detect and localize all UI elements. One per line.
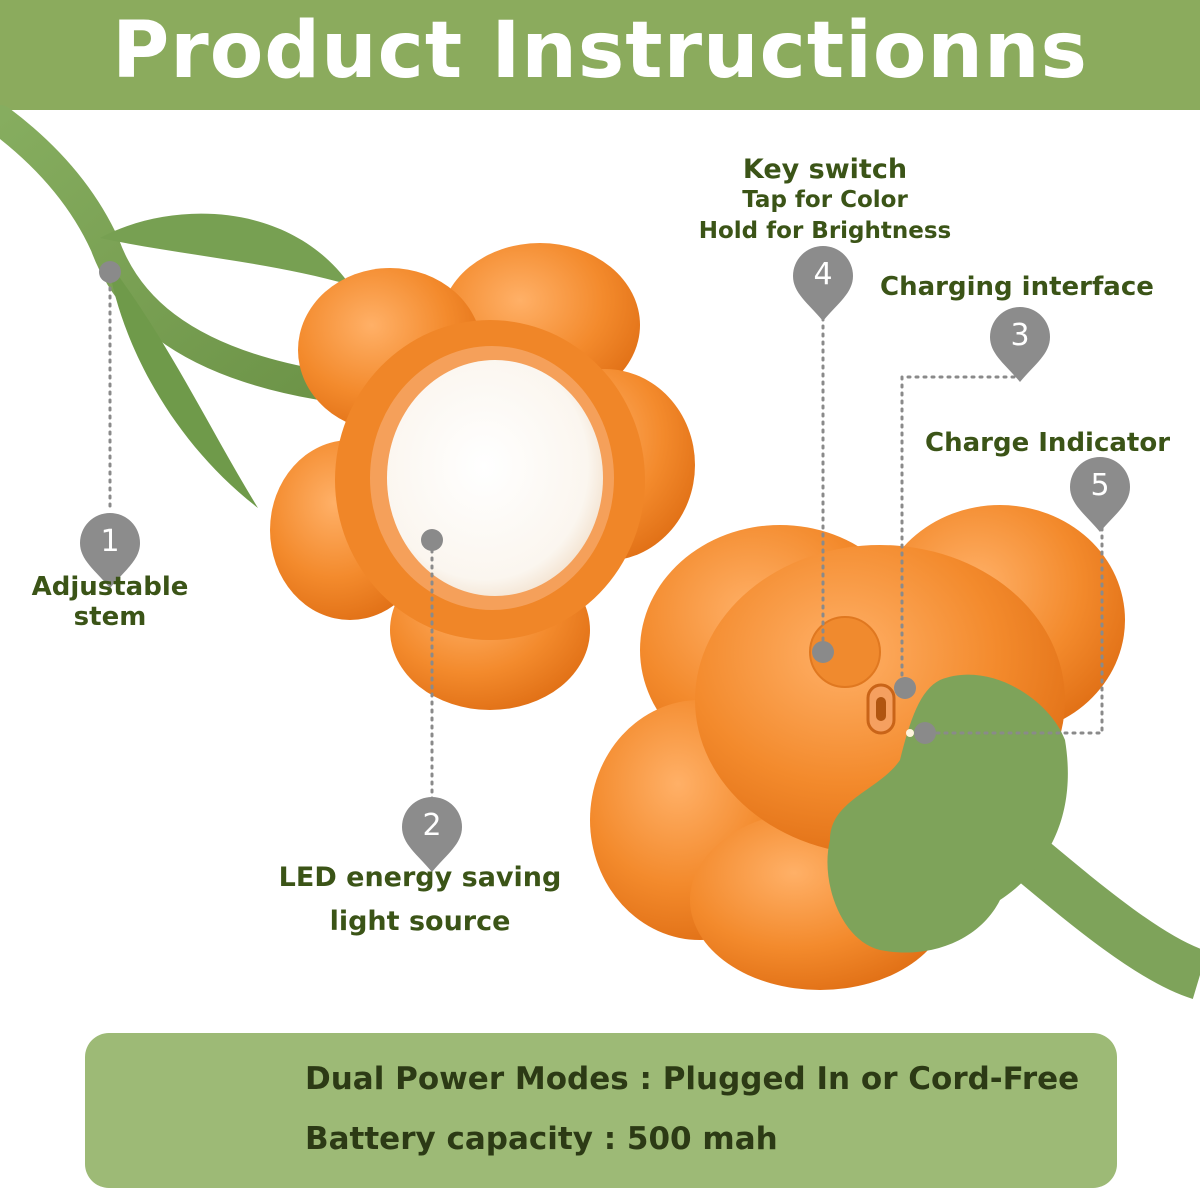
- stem-curve: [0, 105, 335, 400]
- charge-indicator-label: Charge Indicator: [925, 428, 1171, 458]
- pin-1-shape: [80, 513, 140, 588]
- power-info-banner: Dual Power Modes : Plugged In or Cord-Fr…: [85, 1033, 1117, 1188]
- pin-4: 4: [813, 257, 833, 292]
- stem-right: [1003, 830, 1200, 999]
- flower-front: [270, 243, 695, 710]
- pin-2: 2: [422, 808, 442, 843]
- leaf-lower: [108, 262, 258, 508]
- adjustable-label-2: stem: [73, 602, 147, 632]
- page-title: Product Instructionns: [112, 6, 1088, 96]
- leaf-upper: [100, 213, 350, 285]
- dual-power-text: Dual Power Modes : Plugged In or Cord-Fr…: [305, 1061, 1080, 1097]
- hold-brightness-label: Hold for Brightness: [698, 218, 952, 244]
- pin-4-shape: [793, 246, 853, 321]
- pin-3: 3: [1010, 318, 1030, 353]
- anchor-dots: [99, 261, 936, 744]
- key-switch-button: [809, 616, 881, 688]
- tap-color-label: Tap for Color: [742, 187, 908, 213]
- key-switch-label: Key switch: [742, 154, 908, 185]
- led-label-2: light source: [329, 906, 511, 937]
- pin-3-shape: [990, 307, 1050, 382]
- leader-lines: [108, 270, 1104, 802]
- charging-interface-label: Charging interface: [880, 272, 1154, 302]
- adjustable-label-1: Adjustable: [31, 572, 189, 602]
- pin-5: 5: [1090, 468, 1110, 503]
- led-light-panel: [387, 360, 603, 596]
- calyx: [827, 674, 1068, 953]
- indicator-led: [906, 729, 914, 737]
- stem-group: [0, 105, 350, 508]
- pin-1: 1: [100, 524, 120, 559]
- flower-back: [590, 505, 1200, 999]
- header-bar: Product Instructionns: [0, 0, 1200, 110]
- pin-2-shape: [402, 797, 462, 872]
- pin-markers: [80, 246, 1130, 872]
- led-label-1: LED energy saving: [278, 862, 562, 893]
- pin-5-shape: [1070, 457, 1130, 532]
- battery-capacity-text: Battery capacity : 500 mah: [305, 1121, 778, 1157]
